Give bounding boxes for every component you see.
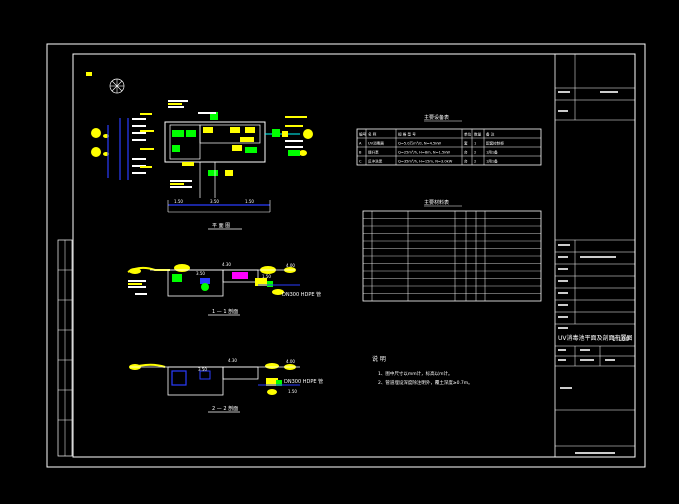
section-1-dim-b: 3.50: [196, 271, 205, 276]
equipment-cell: 套: [464, 141, 468, 146]
plan-view: 1.50 3.50 1.50 平 面 图: [86, 72, 313, 230]
left-binding-strip: [57, 239, 73, 457]
equipment-table-text: 编号名 称 规 格 型 号 单位数量备 注 A UV消毒器 Q=5.0万m³/d, N=4…: [359, 132, 504, 164]
equipment-cell: 1: [474, 142, 476, 146]
section-1-1: 4.30 3.50 1.50 4.00 DN300 HDPE 管 1 — 1 剖…: [127, 262, 321, 316]
note-2: 2、管道埋设深度除注明外，覆土深度≥0.7m。: [378, 379, 473, 386]
equipment-cell: C: [359, 160, 362, 164]
inner-frame: [72, 53, 636, 458]
equipment-header-cell: 备 注: [486, 132, 495, 137]
notes-title: 说 明: [372, 355, 386, 363]
equipment-cell: 1用1备: [486, 150, 498, 155]
note-1: 1、图中尺寸以mm计，标高以m计。: [378, 370, 453, 377]
equipment-cell: Q=25m³/h, H=8m, N=1.5kW: [398, 151, 450, 155]
notes-block: 说 明 1、图中尺寸以mm计，标高以m计。 2、管道埋设深度除注明外，覆土深度≥…: [372, 355, 473, 386]
equipment-header-cell: 名 称: [368, 132, 377, 137]
pump-right-icons: [288, 129, 313, 156]
material-table-title: 主要材料表: [424, 199, 449, 206]
north-arrow-icon: [86, 72, 125, 94]
equipment-cell: A: [359, 142, 362, 146]
section-1-dim-a: 4.30: [222, 262, 231, 267]
equipment-cell: 配套控制柜: [486, 141, 504, 146]
equipment-cell: 台: [464, 159, 468, 164]
section-2-label: 2 — 2 剖面: [212, 405, 238, 412]
plan-dim-1: 1.50: [174, 199, 183, 204]
pump-left-icons: [91, 128, 109, 157]
section-1-dim-c: 1.50: [262, 274, 271, 279]
equipment-cell: 反冲洗泵: [368, 159, 383, 164]
outer-frame: [46, 43, 646, 468]
material-table-rows: [363, 218, 541, 294]
section-1-label: 1 — 1 剖面: [212, 308, 238, 315]
material-table: 主要材料表: [362, 199, 542, 302]
section-2-dim-a: 4.30: [228, 358, 237, 363]
equipment-cell: 2: [474, 160, 476, 164]
equipment-cell: Q=5.0万m³/d, N=4.5kW: [398, 142, 441, 146]
equipment-cell: B: [359, 151, 362, 155]
equipment-cell: Q=35m³/h, H=15m, N=3.0kW: [398, 160, 453, 164]
section-2-dim-d: 4.00: [286, 359, 295, 364]
plan-dim-2: 3.50: [210, 199, 219, 204]
title-block-scale: 1:100: [612, 336, 629, 343]
equipment-cell: 提升泵: [368, 150, 379, 155]
green-channel-blocks: [172, 130, 196, 152]
section-1-pipe-label: DN300 HDPE 管: [282, 291, 321, 298]
equipment-header-cell: 单位: [464, 132, 472, 137]
equipment-header-cell: 编号: [359, 132, 367, 137]
title-block-project: UV消毒池平面及剖面布置图: [558, 334, 633, 342]
plan-label: 平 面 图: [212, 223, 230, 229]
section-1-dim-d: 4.00: [286, 263, 295, 268]
equipment-cell: 台: [464, 150, 468, 155]
title-block: [554, 53, 636, 458]
equipment-header-cell: 数量: [474, 132, 482, 137]
plan-dim-3: 1.50: [245, 199, 254, 204]
equipment-header-cell: 规 格 型 号: [398, 132, 416, 137]
section-2-dim-c: 1.50: [288, 389, 297, 394]
equipment-cell: 1用1备: [486, 159, 498, 164]
equipment-table: 主要设备表: [356, 114, 542, 166]
equipment-cell: UV消毒器: [368, 141, 384, 146]
section-2-dim-b: 3.50: [198, 367, 207, 372]
section-2-2: 4.30 3.50 1.50 4.00 DN300 HDPE 管 2 — 2 剖…: [129, 358, 323, 413]
equipment-table-title: 主要设备表: [424, 114, 449, 121]
equipment-cell: 2: [474, 151, 476, 155]
section-2-pipe-label: DN300 HDPE 管: [284, 378, 323, 385]
